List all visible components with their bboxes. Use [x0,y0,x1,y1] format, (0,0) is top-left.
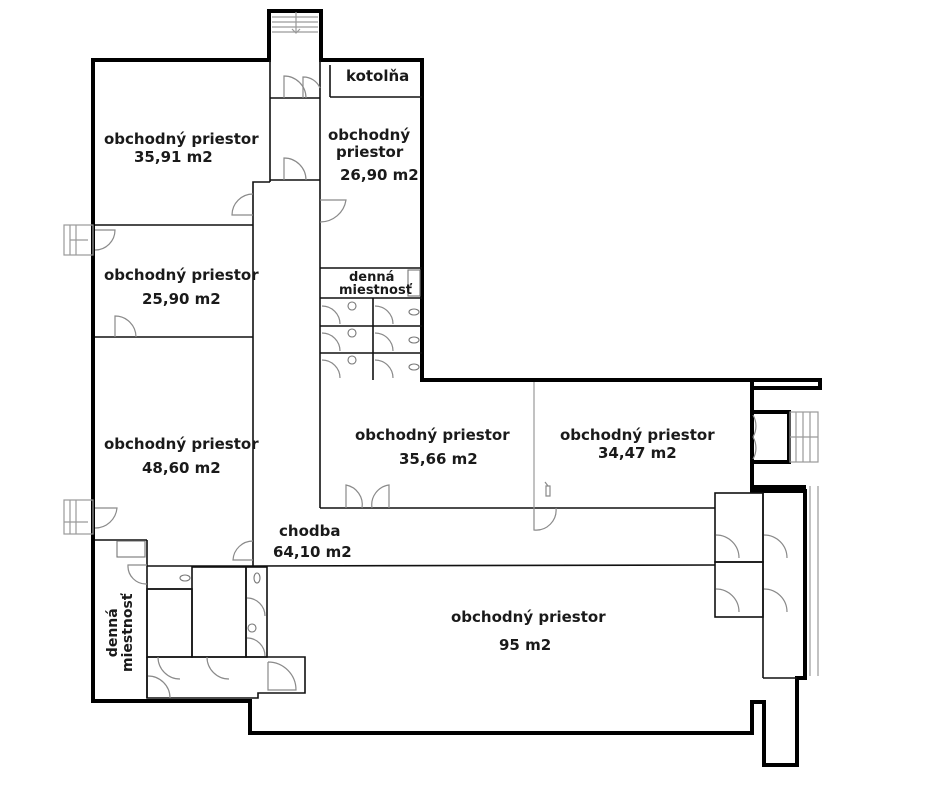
room-label-shop-7: obchodný priestor 95 m2 [451,608,606,654]
room-label-shop-3: obchodný priestor 25,90 m2 [104,266,259,308]
room-label-corridor: chodba 64,10 m2 [273,522,352,561]
left-entrance-steps-upper [63,224,94,256]
room-label-shop-2: obchodný priestor 26,90 m2 [328,126,419,184]
inner-walls [95,60,819,699]
room-label-shop-6: obchodný priestor 34,47 m2 [560,426,715,462]
fixtures [116,269,421,633]
room-label-boiler: kotolňa [346,67,410,85]
stairs-top [267,9,323,62]
room-label-shop-1: obchodný priestor 35,91 m2 [104,130,259,166]
room-label-staff-room-top: denná miestnosť [339,270,412,298]
left-entrance-steps-lower [63,499,94,535]
doors [94,75,788,699]
room-label-staff-room-bottom: denná miestnosť [105,593,136,672]
right-entrance-steps [789,411,819,463]
room-label-shop-4: obchodný priestor 48,60 m2 [104,435,259,477]
room-label-shop-5: obchodný priestor 35,66 m2 [355,426,510,468]
outer-walls [91,58,822,767]
